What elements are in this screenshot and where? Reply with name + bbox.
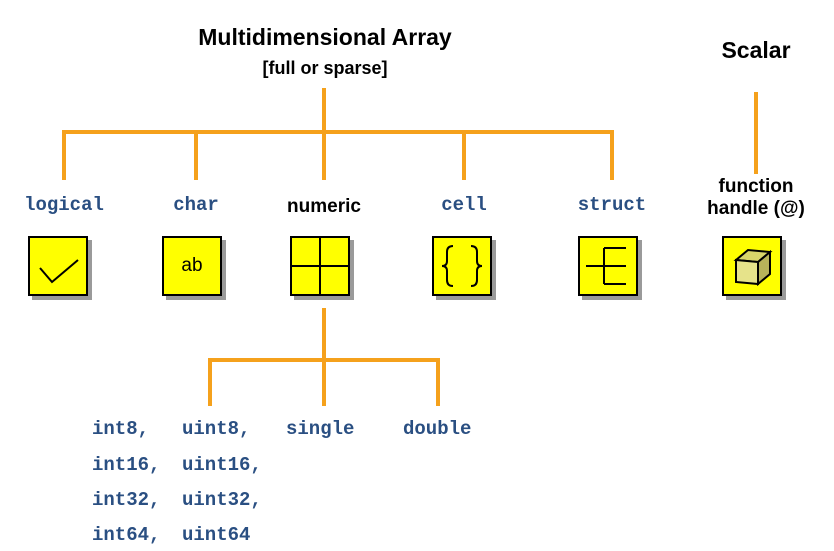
connector-scalar [754, 92, 758, 174]
type-int16: int16, [92, 454, 161, 476]
connector-numeric-trunk [322, 308, 326, 360]
connector-logical [62, 130, 66, 180]
type-uint16: uint16, [182, 454, 262, 476]
array-title: Multidimensional Array [198, 24, 452, 50]
cube-icon [733, 248, 773, 287]
braces-icon [441, 245, 483, 287]
function-handle-box [722, 236, 782, 296]
cell-box [432, 236, 492, 296]
type-uint64: uint64 [182, 524, 251, 546]
type-int32: int32, [92, 489, 161, 511]
scalar-title: Scalar [721, 37, 791, 63]
connector-struct [610, 130, 614, 180]
char-box: ab [162, 236, 222, 296]
type-uint8: uint8, [182, 418, 251, 440]
connector-single [322, 358, 326, 406]
connector-bar-top [62, 130, 614, 134]
ab-icon: ab [181, 255, 203, 276]
type-single: single [286, 418, 355, 440]
label-numeric: numeric [287, 196, 361, 217]
array-subtitle: [full or sparse] [262, 58, 388, 78]
logical-box [28, 236, 88, 296]
connector-int [208, 358, 212, 406]
label-function-handle-line2: handle (@) [707, 198, 805, 219]
grid-icon [292, 238, 348, 294]
label-cell: cell [441, 194, 487, 216]
connector-numeric [322, 130, 326, 180]
label-function-handle-line1: function [718, 176, 794, 197]
struct-box [578, 236, 638, 296]
label-struct: struct [577, 194, 647, 216]
label-logical: logical [24, 194, 104, 216]
label-char: char [173, 194, 219, 216]
type-double: double [403, 418, 472, 440]
connector-double [436, 358, 440, 406]
numeric-box [290, 236, 350, 296]
connector-char [194, 130, 198, 180]
connector-cell [462, 130, 466, 180]
check-icon [39, 259, 79, 284]
type-int64: int64, [92, 524, 161, 546]
type-int8: int8, [92, 418, 150, 440]
struct-icon [586, 247, 626, 285]
connector-trunk [322, 88, 326, 132]
type-uint32: uint32, [182, 489, 262, 511]
